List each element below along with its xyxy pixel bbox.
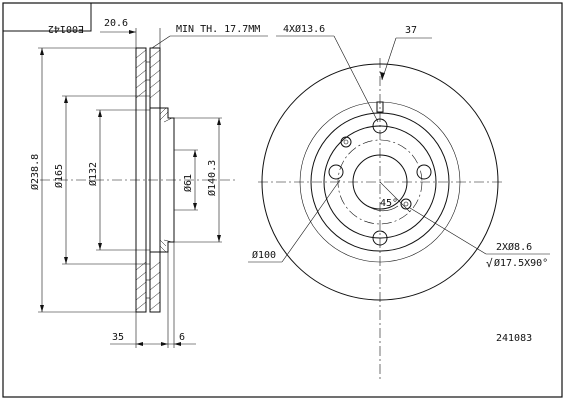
bolt-circle — [337, 139, 423, 225]
chamfer-label: Ø17.5X90° — [494, 257, 548, 269]
hub-hatching — [159, 107, 173, 253]
outer-dia-label: Ø238.8 — [29, 154, 41, 190]
disc-outer-circle — [261, 63, 499, 301]
thickness-arrow — [129, 30, 136, 34]
small-holes-leader — [409, 207, 487, 255]
offset-arrow — [174, 342, 181, 346]
holes-leader — [333, 35, 379, 123]
title-block-box — [2, 2, 92, 32]
dia-132-label: Ø132 — [87, 162, 99, 186]
bolt-hole — [416, 164, 432, 180]
dim-arrows — [40, 48, 221, 312]
offset-arrow — [136, 342, 143, 346]
vents-label: 37 — [405, 25, 417, 36]
offset-arrow — [161, 342, 168, 346]
bolt-hole — [328, 164, 344, 180]
plate-hatching — [135, 49, 161, 311]
vent-mark — [376, 101, 384, 113]
bolt-hole — [372, 118, 388, 134]
offset-35-label: 35 — [112, 332, 124, 343]
locating-hole-center — [343, 139, 349, 145]
locating-hole-center — [403, 201, 409, 207]
hub-section-outline — [160, 107, 175, 253]
min-thickness-leader — [151, 35, 171, 49]
vents-arrow — [380, 72, 385, 80]
small-holes-label: 2XØ8.6 — [496, 241, 532, 253]
angle-arc — [367, 205, 399, 212]
thickness-label: 20.6 — [104, 18, 128, 29]
drawing-number: 241083 — [496, 333, 532, 344]
dia-61-label: Ø61 — [182, 174, 194, 192]
pcd-label: Ø100 — [252, 249, 276, 261]
chamfer-symbol: √ — [486, 257, 493, 270]
locating-hole — [400, 198, 412, 210]
angle-label: 45° — [380, 198, 398, 209]
dia-165-label: Ø165 — [53, 164, 65, 188]
center-bore — [352, 154, 408, 210]
locating-hole — [340, 136, 352, 148]
angle-line — [379, 181, 411, 213]
hat-outer-circle — [310, 112, 450, 252]
inner-friction-plate — [149, 47, 161, 313]
dia-140-label: Ø140.3 — [206, 160, 218, 196]
title-block-code: E00142 — [48, 23, 84, 34]
hat-inner-circle — [323, 125, 437, 239]
side-section-view: Ø238.8 Ø165 Ø132 Ø61 Ø140.3 20.6 MIN TH.… — [29, 18, 268, 348]
holes-label: 4XØ13.6 — [283, 23, 325, 35]
offset-6-label: 6 — [179, 332, 185, 343]
front-view: 45° 4XØ13.6 37 Ø100 2XØ8.6 √ Ø17.5X90° — [248, 23, 550, 382]
min-thickness-label: MIN TH. 17.7MM — [176, 24, 260, 35]
pcd-leader — [281, 179, 341, 263]
bolt-hole — [372, 230, 388, 246]
